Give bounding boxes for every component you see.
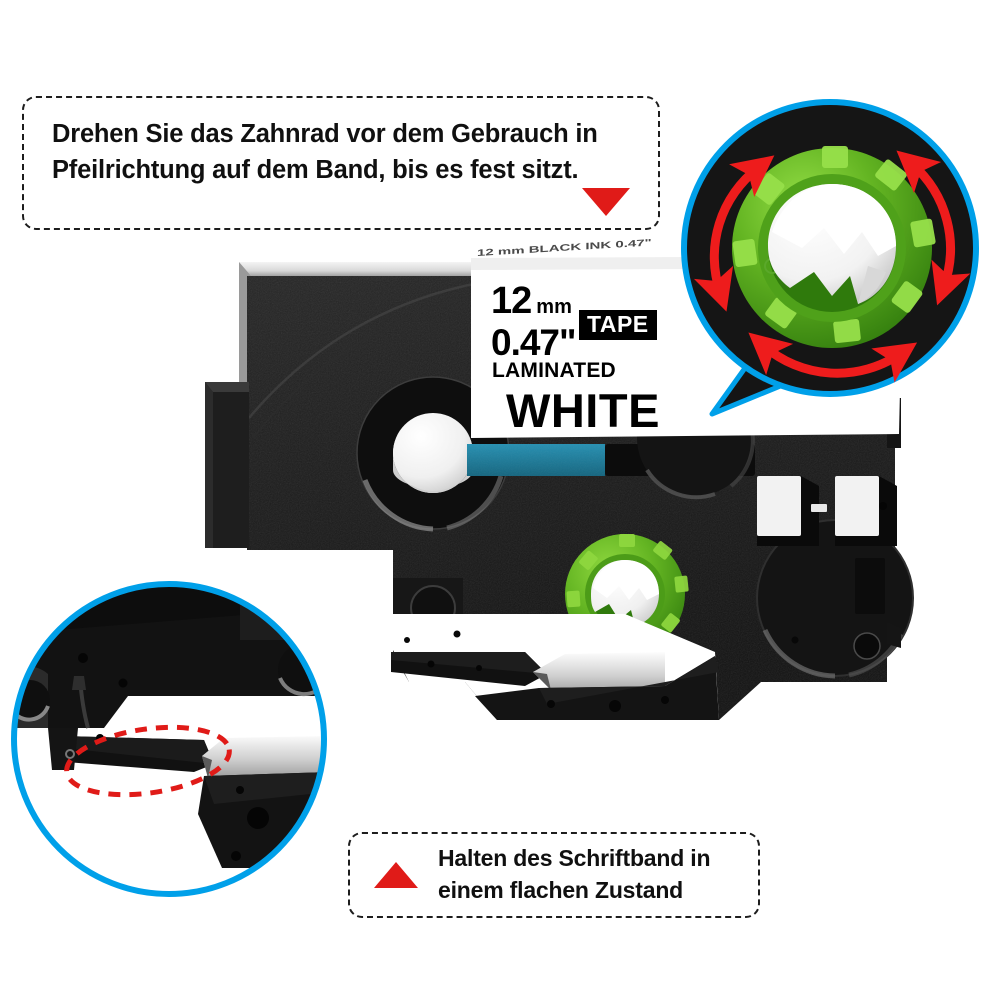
magnifier-gear-rotation	[681, 99, 979, 417]
red-triangle-up-icon	[374, 862, 418, 888]
callout-top: Drehen Sie das Zahnrad vor dem Gebrauch …	[22, 96, 660, 230]
cassette-side-tab	[205, 382, 249, 548]
magnified-tape-exit	[14, 584, 324, 894]
label-micro-line: 12 mm BLACK INK 0.47"	[477, 237, 652, 259]
rotation-arrows	[693, 150, 971, 383]
callout-bottom-text: Halten des Schriftband in einem flachen …	[438, 845, 711, 903]
label-width-imperial: 0.47"	[491, 322, 577, 363]
magnifier-flat-tape	[11, 581, 327, 897]
callout-bottom: Halten des Schriftband in einem flachen …	[348, 832, 760, 918]
label-width-metric-unit: mm	[536, 296, 572, 318]
label-width-metric-value: 12	[491, 280, 532, 322]
magnifier-lens-ring	[11, 581, 327, 897]
cassette-label-text: 12 mm BLACK INK 0.47" 12 mm 0.47" TAPE L…	[469, 237, 909, 441]
teal-strip	[467, 444, 605, 476]
cassette-screw-dots	[404, 630, 799, 644]
cassette-slots	[757, 476, 897, 546]
tape-exit-guide	[391, 578, 719, 720]
red-triangle-down-icon	[582, 188, 630, 216]
label-lamination: LAMINATED	[492, 359, 616, 382]
magnified-green-gear	[732, 146, 936, 348]
flat-tape-highlight-ellipse	[64, 724, 232, 798]
label-color-name: WHITE	[506, 384, 660, 437]
label-tape-badge: TAPE	[579, 310, 657, 340]
callout-top-text: Drehen Sie das Zahnrad vor dem Gebrauch …	[52, 120, 598, 185]
